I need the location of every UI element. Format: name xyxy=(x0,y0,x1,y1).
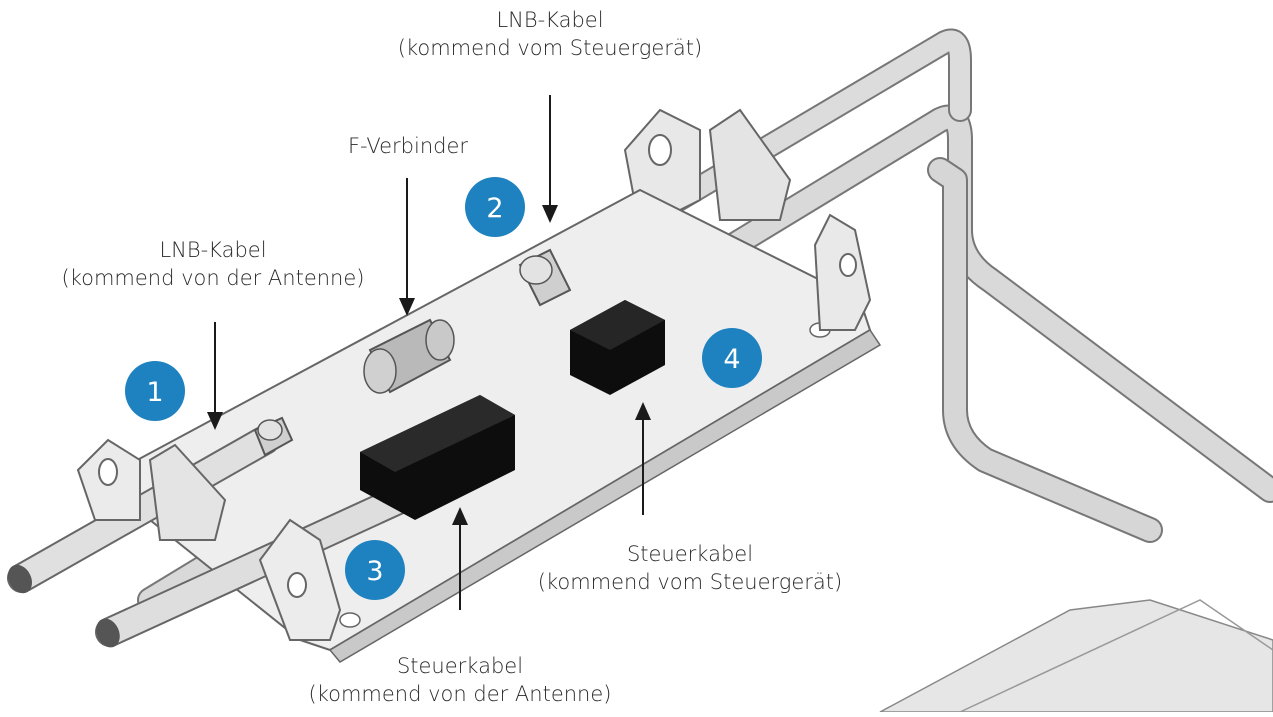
connector-nut-1 xyxy=(253,416,294,457)
label-steuer-antenne-line1: Steuerkabel xyxy=(396,654,524,678)
bracket-left-tabs xyxy=(76,438,342,641)
bracket-partial-bottom-right xyxy=(879,599,1273,713)
pipe-upper-outer xyxy=(137,28,1273,613)
badge-1: 1 xyxy=(125,361,185,421)
badge-1-number: 1 xyxy=(146,377,163,408)
control-block-4 xyxy=(570,300,665,395)
label-steuer-steuergeraet-line2: (kommend vom Steuergerät) xyxy=(537,570,843,594)
label-steuer-steuergeraet-line1: Steuerkabel xyxy=(626,542,754,566)
label-lnb-antenne: LNB-Kabel (kommend von der Antenne) xyxy=(30,236,396,292)
badge-3: 3 xyxy=(345,540,405,600)
badge-4: 4 xyxy=(702,328,762,388)
badge-4-number: 4 xyxy=(723,344,740,375)
f-connector xyxy=(363,318,455,394)
label-lnb-steuergeraet-line1: LNB-Kabel xyxy=(496,8,604,32)
label-steuer-steuergeraet: Steuerkabel (kommend vom Steuergerät) xyxy=(515,540,865,596)
label-steuer-antenne-line2: (kommend von der Antenne) xyxy=(308,682,612,706)
badge-2: 2 xyxy=(465,177,525,237)
connector-nut-2 xyxy=(518,248,572,307)
label-lnb-antenne-line1: LNB-Kabel xyxy=(159,238,267,262)
label-lnb-steuergeraet: LNB-Kabel (kommend vom Steuergerät) xyxy=(380,6,720,62)
label-f-verbinder: F-Verbinder xyxy=(320,132,496,160)
pipe-left xyxy=(7,425,280,594)
label-steuer-antenne: Steuerkabel (kommend von der Antenne) xyxy=(280,652,640,708)
label-lnb-steuergeraet-line2: (kommend vom Steuergerät) xyxy=(397,36,703,60)
bracket-right-tab xyxy=(813,213,872,331)
badge-2-number: 2 xyxy=(486,193,503,224)
label-lnb-antenne-line2: (kommend von der Antenne) xyxy=(61,266,365,290)
control-block-3 xyxy=(360,395,515,520)
label-f-verbinder-line1: F-Verbinder xyxy=(347,134,469,158)
badge-3-number: 3 xyxy=(366,556,383,587)
bracket-back-tab xyxy=(623,108,792,232)
